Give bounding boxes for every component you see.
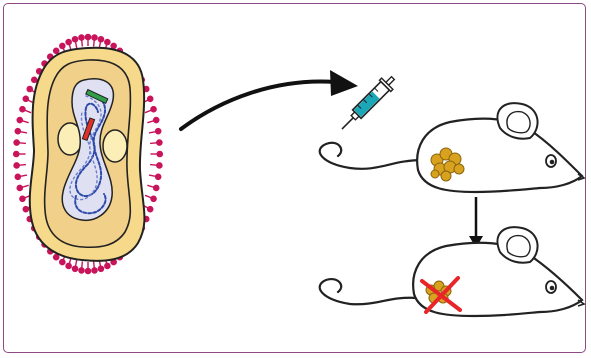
virus-spike-tip <box>72 266 77 271</box>
virus-spike-tip <box>32 77 37 82</box>
virus-spike-tip <box>17 185 22 190</box>
virus-spike-tip <box>98 37 103 42</box>
virus-spike-tip <box>105 39 110 44</box>
virus-spike-tip <box>66 263 71 268</box>
virus-spike-tip <box>23 96 28 101</box>
virus-spike-tip <box>157 151 162 156</box>
virus-spike-tip <box>105 263 110 268</box>
virus-spike-tip <box>27 86 32 91</box>
virus-spike-tip <box>98 266 103 271</box>
virus-spike-tip <box>20 107 25 112</box>
virus-spike-tip <box>15 174 20 179</box>
virus-spike-tip <box>66 39 71 44</box>
virus-spike-tip <box>92 35 97 40</box>
virus-spike-tip <box>79 268 84 273</box>
virus-spike-tip <box>14 140 19 145</box>
virus-spike-tip <box>85 268 90 273</box>
virus-particle-icon <box>14 34 163 273</box>
virus-spike-tip <box>148 207 153 212</box>
virus-spike-tip <box>54 48 59 53</box>
curved-arrow-head <box>330 70 358 96</box>
virus-spike-tip <box>157 163 162 168</box>
virus-spike-tip <box>14 163 19 168</box>
virus-spike-tip <box>23 207 28 212</box>
mouse-tumor-cleared-icon <box>320 227 584 316</box>
virus-spike-tip <box>14 151 19 156</box>
virus-spike-tip <box>151 196 156 201</box>
curved-arrow-icon <box>181 82 335 129</box>
virus-spike-tip <box>148 96 153 101</box>
virus-spike-tip <box>54 255 59 260</box>
virus-spike-tip <box>60 259 65 264</box>
virus-spike-tip <box>151 107 156 112</box>
virus-spike-tip <box>15 129 20 134</box>
virus-spike-tip <box>157 140 162 145</box>
virus-spike-tip <box>85 34 90 39</box>
virus-spike-tip <box>156 129 161 134</box>
virus-spike-tip <box>72 37 77 42</box>
virus-spike-tip <box>92 268 97 273</box>
virus-spike-tip <box>60 43 65 48</box>
virus-spike-tip <box>154 117 159 122</box>
lateral-body-right <box>103 130 127 162</box>
virus-spike-tip <box>154 185 159 190</box>
virus-spike-tip <box>20 196 25 201</box>
virus-spike-tip <box>79 35 84 40</box>
virus-spike-tip <box>156 174 161 179</box>
virus-spike-tip <box>17 117 22 122</box>
virus-spike-tip <box>111 43 116 48</box>
